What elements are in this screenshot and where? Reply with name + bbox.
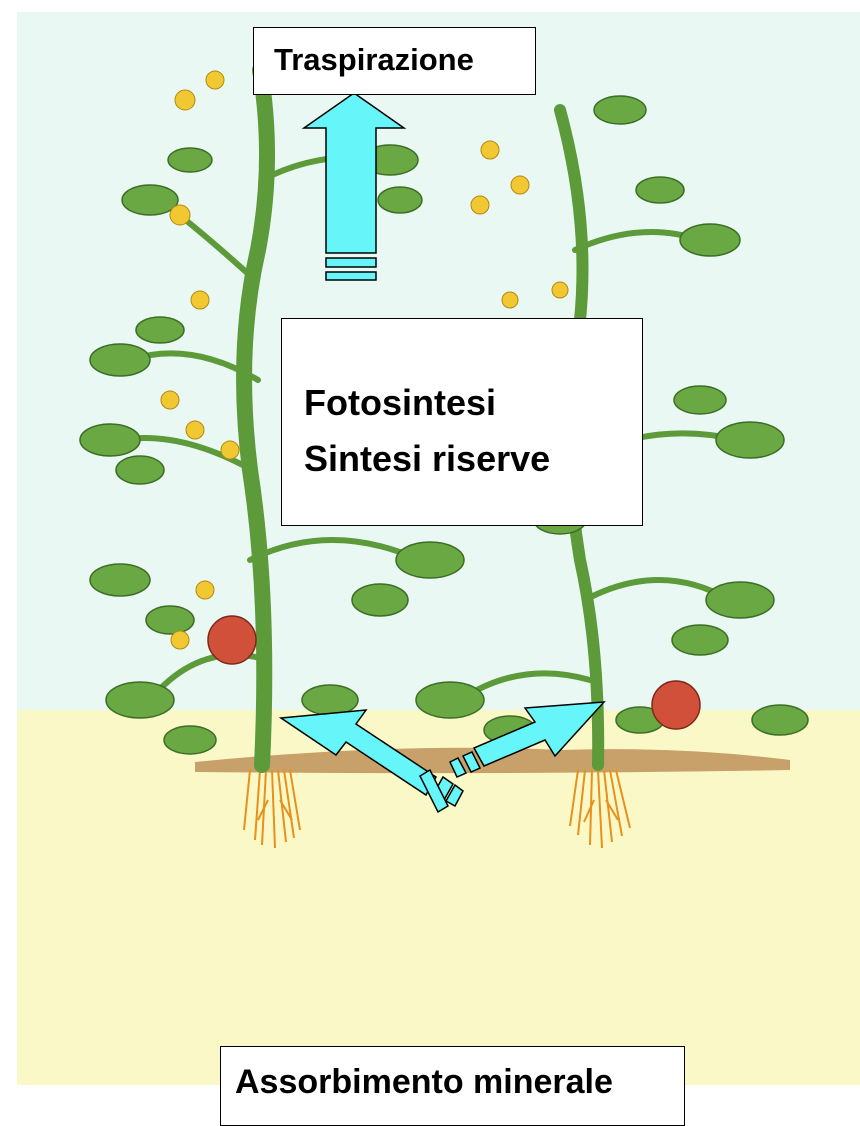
roots-left <box>244 770 300 848</box>
roots-right <box>570 770 630 848</box>
photosynthesis-label: Fotosintesi Sintesi riserve <box>281 318 643 526</box>
transpiration-arrow <box>304 93 404 280</box>
mineral-absorption-text: Assorbimento minerale <box>235 1063 613 1101</box>
transpiration-text: Traspirazione <box>274 42 474 77</box>
transpiration-label: Traspirazione <box>253 27 536 95</box>
reserve-synthesis-text: Sintesi riserve <box>304 431 642 487</box>
photosynthesis-text: Fotosintesi <box>304 375 642 431</box>
mineral-absorption-label: Assorbimento minerale <box>220 1046 685 1126</box>
